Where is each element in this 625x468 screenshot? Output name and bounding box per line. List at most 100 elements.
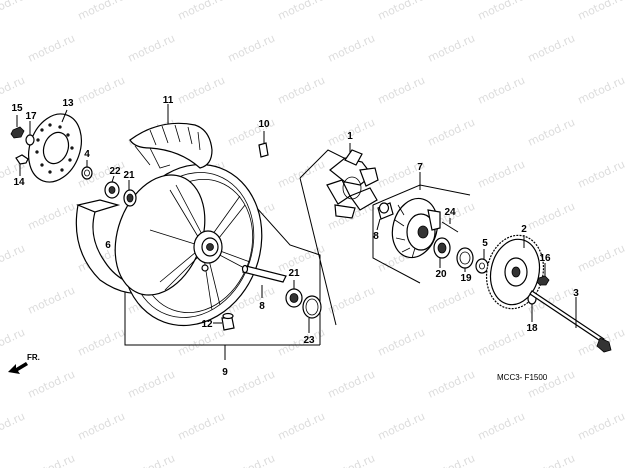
callout-4: 4 [84,149,90,160]
watermark-text: motod.ru [176,410,227,443]
tire [129,104,213,169]
watermark-text: motod.ru [476,74,527,107]
watermark-text: motod.ru [426,452,477,468]
watermark-text: motod.ru [426,368,477,401]
axle-spacer-8 [241,264,287,298]
wheel-damper-rubbers [326,149,379,219]
watermark-text: motod.ru [26,452,77,468]
seal-21-right [285,280,303,308]
watermark-text: motod.ru [526,116,577,149]
watermark-text: motod.ru [576,410,625,443]
watermark-text: motod.ru [226,368,277,401]
watermark-text: motod.ru [126,452,177,468]
watermark-text: motod.ru [26,284,77,317]
callout-1: 1 [347,131,353,142]
watermark-text: motod.ru [26,200,77,233]
bearing-4 [81,160,93,180]
brake-disc [28,109,82,183]
front-arrow-label: FR. [27,353,40,362]
watermark-text: motod.ru [176,74,227,107]
callout-10: 10 [258,119,270,130]
nut-16 [536,263,550,286]
clip-10 [258,131,269,158]
watermark-text: motod.ru [326,368,377,401]
watermark-text: motod.ru [526,200,577,233]
collar-5 [475,249,489,274]
watermark-text: motod.ru [176,0,227,23]
watermark-text: motod.ru [576,158,625,191]
callout-7: 7 [417,162,423,173]
bearing-20 [433,237,451,268]
callout-2: 2 [521,224,527,235]
watermark-text: motod.ru [26,368,77,401]
callout-16: 16 [539,253,551,264]
watermark-text: motod.ru [376,326,427,359]
pin-24 [441,218,459,233]
seal-21-left [123,180,137,207]
watermark-text: motod.ru [126,368,177,401]
o-ring-23 [302,295,322,333]
watermark-text: motod.ru [476,0,527,23]
callout-8-spacer: 8 [259,301,265,312]
watermark-text: motod.ru [576,0,625,23]
seal-19 [456,247,474,272]
callout-3: 3 [573,288,579,299]
air-valve-12 [213,312,235,331]
watermark-text: motod.ru [176,326,227,359]
watermark-text: motod.ru [576,74,625,107]
watermark-text: motod.ru [426,284,477,317]
callout-23: 23 [303,335,315,346]
callout-11: 11 [163,95,174,106]
watermark-text: motod.ru [0,242,27,275]
callout-21-right: 21 [288,268,300,279]
watermark-text: motod.ru [76,0,127,23]
watermark-text: motod.ru [0,74,27,107]
watermark-text: motod.ru [276,0,327,23]
callout-12: 12 [201,319,213,330]
callout-18: 18 [526,323,538,334]
watermark-text: motod.ru [326,284,377,317]
final-driven-sprocket [485,234,545,310]
watermark-text: motod.ru [276,74,327,107]
watermark-text: motod.ru [326,32,377,65]
callout-15: 15 [11,103,23,114]
watermark-text: motod.ru [226,452,277,468]
watermark-text: motod.ru [276,410,327,443]
disc-bolts [10,115,35,176]
callout-17: 17 [25,111,37,122]
callout-20: 20 [435,269,447,280]
callout-9: 9 [222,367,228,378]
watermark-text: motod.ru [0,0,27,23]
driven-flange [391,197,441,259]
watermark-text: motod.ru [576,242,625,275]
watermark-text: motod.ru [376,410,427,443]
watermark-text: motod.ru [476,410,527,443]
collar-8 [376,202,394,231]
driven-flange-bracket [372,172,471,284]
callout-6: 6 [105,240,111,251]
watermark-text: motod.ru [476,326,527,359]
watermark-text: motod.ru [0,326,27,359]
rear-axle [529,290,612,353]
callout-13: 13 [62,98,74,109]
watermark-text: motod.ru [426,116,477,149]
callout-14: 14 [13,177,25,188]
callout-24: 24 [444,207,456,218]
watermark-text: motod.ru [76,410,127,443]
watermark-text: motod.ru [76,74,127,107]
watermark-text: motod.ru [526,32,577,65]
watermark-text: motod.ru [526,452,577,468]
watermark-text: motod.ru [26,32,77,65]
callout-labels: 1 2 3 4 5 6 7 8 8 9 10 11 12 13 14 15 16… [11,95,579,378]
front-direction-arrow: FR. [8,353,40,374]
callout-19: 19 [460,273,472,284]
callout-8-collar: 8 [373,231,379,242]
callout-5: 5 [482,238,488,249]
watermark-text: motod.ru [226,32,277,65]
callout-22: 22 [109,166,121,177]
rear-wheel-rim [114,163,263,327]
watermark-text: motod.ru [276,326,327,359]
callout-21-left: 21 [123,170,135,181]
